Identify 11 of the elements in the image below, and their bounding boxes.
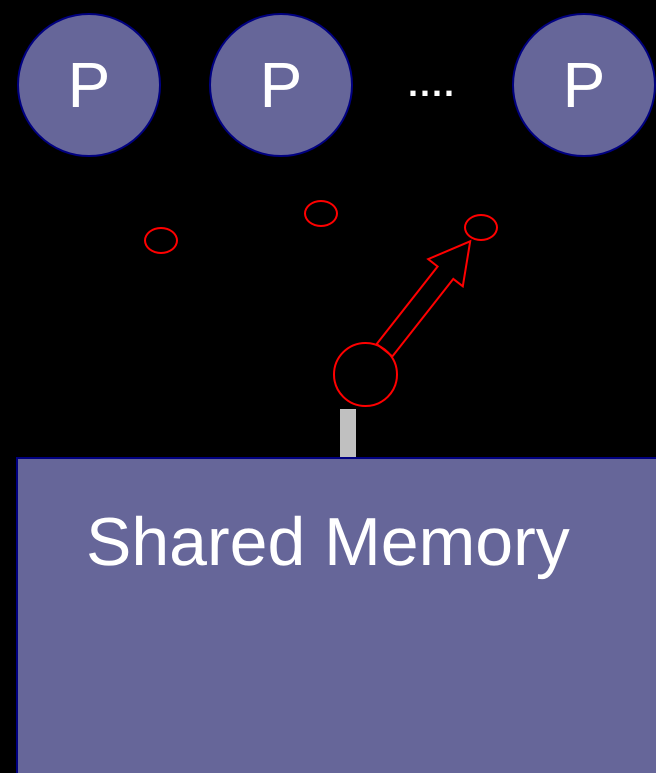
ellipsis-label: .... [408,66,456,102]
ring-outline [144,227,178,254]
shared-memory-block [16,457,656,773]
processor-label: P [562,53,606,117]
ring-outline [464,214,498,241]
processor-label: P [260,53,302,117]
ring-outline [333,342,398,407]
processor-label: P [68,53,110,117]
connector-bar [340,409,356,457]
ring-outline [304,200,338,227]
block-arrow [375,240,472,358]
